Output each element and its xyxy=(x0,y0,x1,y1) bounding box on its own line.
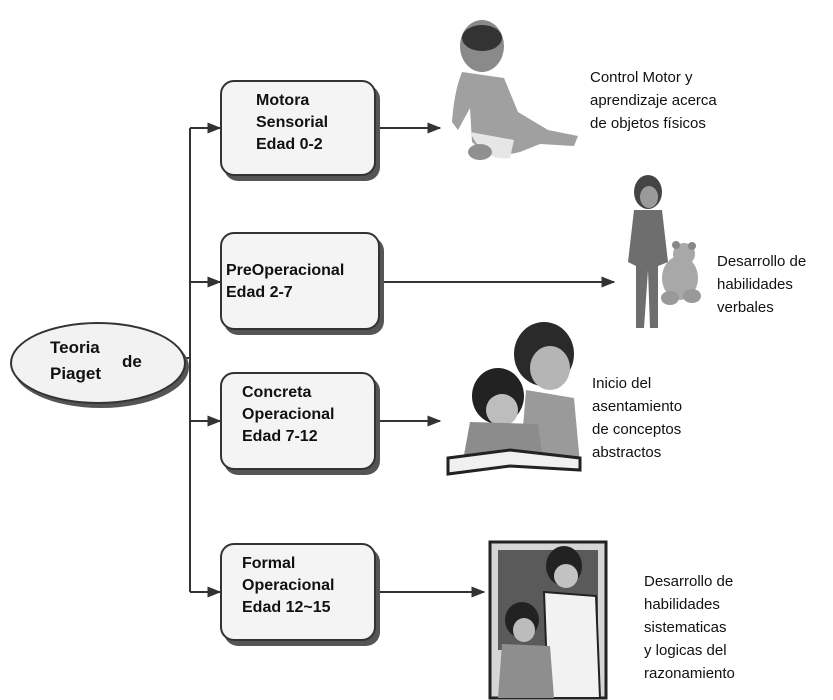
description-line: habilidades xyxy=(644,596,720,613)
root-label-connector: de xyxy=(122,352,142,371)
stage-node-formal: Formal Operacional Edad 12~15 xyxy=(220,543,376,641)
description-line: de conceptos xyxy=(592,421,682,438)
stage-label: Operacional xyxy=(242,577,335,594)
description-line: razonamiento xyxy=(644,665,735,682)
stage-label: Formal xyxy=(242,555,296,572)
description-line: Desarrollo de xyxy=(644,573,734,590)
stage-label: Edad 0-2 xyxy=(256,136,323,153)
description-line: sistematicas xyxy=(644,619,727,636)
root-label-line1: Teoria xyxy=(50,338,100,357)
root-node: Teoria Piaget de xyxy=(10,322,186,404)
stage-label: Concreta xyxy=(242,384,312,401)
adult-reading-to-child-illustration xyxy=(446,322,582,476)
stage-node-preoperational: PreOperacional Edad 2-7 xyxy=(220,232,380,330)
description-line: de objetos físicos xyxy=(590,115,706,132)
baby-sitting-illustration xyxy=(452,20,578,160)
stage-node-sensorimotor: Motora Sensorial Edad 0-2 xyxy=(220,80,376,176)
description-line: asentamiento xyxy=(592,398,683,415)
teacher-and-student-illustration xyxy=(488,540,608,700)
description-line: y logicas del xyxy=(644,642,727,659)
stage-label: Motora xyxy=(256,92,310,109)
stage-description-concrete: Inicio del asentamiento de conceptos abs… xyxy=(592,372,682,464)
stage-label: Operacional xyxy=(242,406,335,423)
stage-label: PreOperacional xyxy=(226,262,345,279)
stage-label: Edad 7-12 xyxy=(242,428,318,445)
stage-node-concrete: Concreta Operacional Edad 7-12 xyxy=(220,372,376,470)
description-line: Control Motor y xyxy=(590,69,693,86)
description-line: abstractos xyxy=(592,444,662,461)
root-label-line2: Piaget xyxy=(50,364,102,383)
stage-label: Edad 12~15 xyxy=(242,599,331,616)
description-line: habilidades xyxy=(717,276,793,293)
stage-label: Sensorial xyxy=(256,114,329,131)
girl-with-teddy-bear-illustration xyxy=(628,175,701,328)
description-line: verbales xyxy=(717,299,774,316)
stage-description-formal: Desarrollo de habilidades sistematicas y… xyxy=(644,570,735,685)
stage-description-preoperational: Desarrollo de habilidades verbales xyxy=(717,250,806,319)
description-line: Desarrollo de xyxy=(717,253,807,270)
description-line: aprendizaje acerca xyxy=(590,92,717,109)
description-line: Inicio del xyxy=(592,375,652,392)
stage-description-sensorimotor: Control Motor y aprendizaje acerca de ob… xyxy=(590,66,717,135)
stage-label: Edad 2-7 xyxy=(226,284,293,301)
